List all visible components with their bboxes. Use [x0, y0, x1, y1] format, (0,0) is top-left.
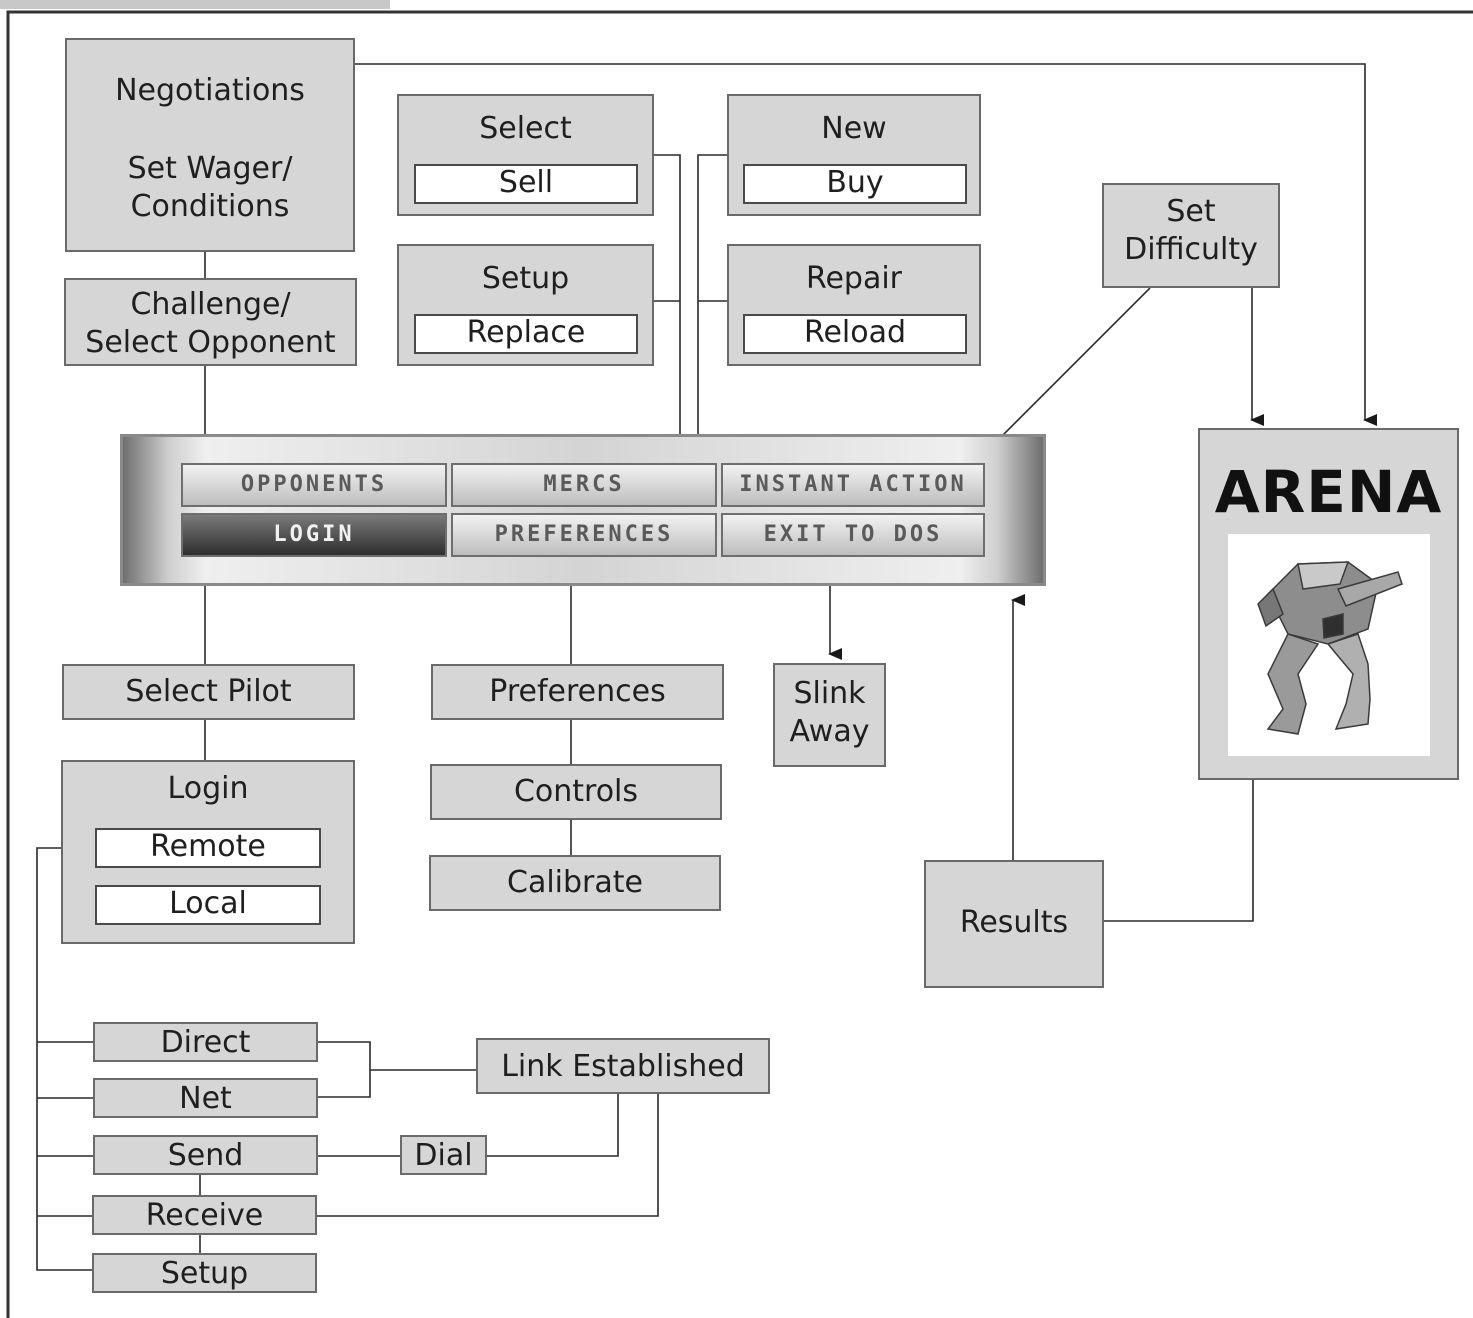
select-opponent-label: Select Opponent	[85, 325, 336, 360]
select-pilot-label: Select Pilot	[125, 674, 292, 709]
outer-frame	[6, 10, 1473, 1318]
buy-option: Buy	[743, 164, 967, 204]
new-box: New Buy	[727, 94, 981, 216]
select-title: Select	[479, 111, 572, 146]
send-label: Send	[167, 1138, 244, 1173]
send-box: Send	[93, 1135, 318, 1175]
setup-box: Setup Replace	[397, 244, 654, 366]
mech-robot-image	[1228, 534, 1430, 756]
reload-option: Reload	[743, 314, 967, 354]
receive-link-line	[317, 1092, 659, 1217]
arena-results-line	[1103, 779, 1254, 922]
direct-net-link-line	[317, 1041, 477, 1098]
opponents-button[interactable]: OPPONENTS	[181, 463, 447, 507]
challenge-box: Challenge/ Select Opponent	[64, 278, 357, 366]
receive-label: Receive	[145, 1198, 264, 1233]
negotiations-box: Negotiations Set Wager/ Conditions	[65, 38, 355, 252]
select-setup-to-mercs-line	[653, 154, 681, 474]
select-pilot-box: Select Pilot	[62, 664, 355, 720]
receive-box: Receive	[92, 1195, 317, 1235]
direct-box: Direct	[93, 1022, 318, 1062]
results-label: Results	[959, 905, 1069, 940]
repair-box: Repair Reload	[727, 244, 981, 366]
setup-option-box: Setup	[92, 1253, 317, 1293]
slink-away-box: Slink Away	[773, 663, 886, 767]
link-established-label: Link Established	[501, 1049, 745, 1084]
setup-title: Setup	[481, 261, 570, 296]
dial-label: Dial	[414, 1138, 473, 1173]
dial-link-line	[487, 1092, 619, 1157]
controls-label: Controls	[513, 774, 639, 809]
set-difficulty-box: Set Difficulty	[1102, 183, 1280, 288]
slink-label: Slink	[793, 676, 866, 711]
replace-option: Replace	[414, 314, 638, 354]
login-button[interactable]: LOGIN	[181, 513, 447, 557]
conditions-label: Conditions	[130, 189, 290, 224]
main-menu-bar: OPPONENTS MERCS INSTANT ACTION LOGIN PRE…	[120, 434, 1046, 586]
login-box: Login Remote Local	[61, 760, 355, 944]
remote-option: Remote	[95, 828, 321, 868]
negotiations-title: Negotiations	[115, 73, 305, 108]
controls-box: Controls	[430, 764, 722, 820]
preferences-label: Preferences	[489, 674, 666, 709]
net-label: Net	[179, 1081, 232, 1116]
sell-option: Sell	[414, 164, 638, 204]
net-box: Net	[93, 1078, 318, 1118]
preferences-button[interactable]: PREFERENCES	[451, 513, 717, 557]
dial-box: Dial	[400, 1135, 487, 1175]
set-label: Set	[1166, 194, 1216, 229]
login-title: Login	[167, 771, 249, 806]
arena-box: ARENA	[1198, 428, 1459, 780]
calibrate-box: Calibrate	[429, 855, 721, 911]
remote-options-line	[36, 847, 95, 1271]
link-established-box: Link Established	[476, 1038, 770, 1094]
away-label: Away	[789, 714, 870, 749]
select-box: Select Sell	[397, 94, 654, 216]
new-repair-to-mercs-line	[697, 154, 727, 474]
new-title: New	[821, 111, 887, 146]
challenge-label: Challenge/	[130, 287, 291, 322]
direct-label: Direct	[160, 1025, 251, 1060]
local-option: Local	[95, 885, 321, 925]
mercs-button[interactable]: MERCS	[451, 463, 717, 507]
setup-option-label: Setup	[160, 1256, 249, 1291]
results-box: Results	[924, 860, 1104, 988]
preferences-box: Preferences	[431, 664, 724, 720]
arena-title: ARENA	[1214, 458, 1443, 526]
exit-to-dos-button[interactable]: EXIT TO DOS	[721, 513, 985, 557]
difficulty-label: Difficulty	[1124, 232, 1258, 267]
negotiations-to-arena-line	[354, 63, 1377, 426]
set-wager-label: Set Wager/	[127, 151, 293, 186]
instant-action-button[interactable]: INSTANT ACTION	[721, 463, 985, 507]
repair-title: Repair	[805, 261, 903, 296]
calibrate-label: Calibrate	[507, 865, 643, 900]
